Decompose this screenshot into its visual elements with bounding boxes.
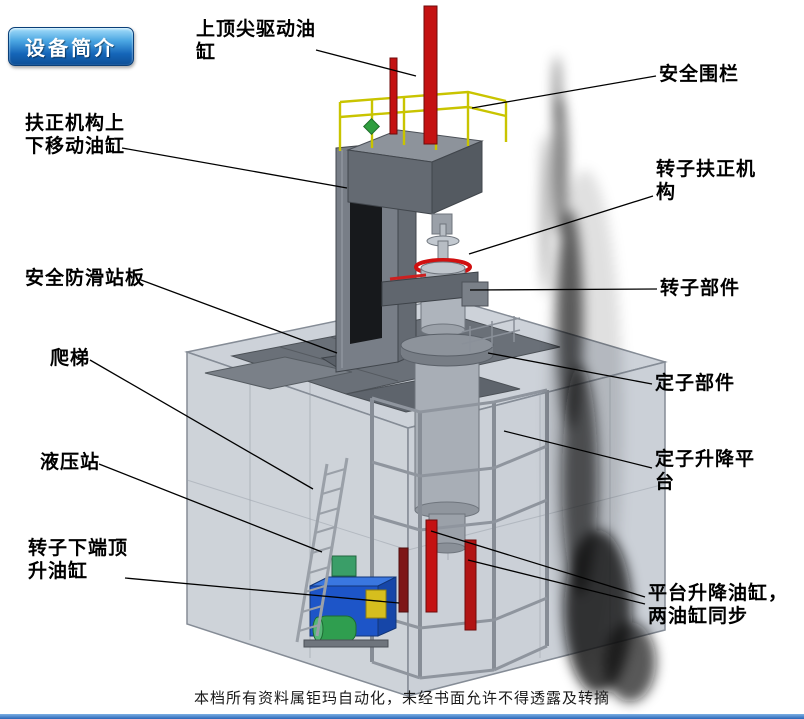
label-anti-slip-platform: 安全防滑站板 [25, 268, 146, 289]
label-centering-move-cylinder: 扶正机构上 下移动油缸 [25, 113, 126, 157]
leader-centering-move-cylinder [121, 147, 348, 189]
top-drive-cylinders-graphic [389, 5, 438, 145]
green-marker [363, 118, 380, 135]
title-badge-label: 设备简介 [25, 38, 117, 60]
hydraulic-station-unit [303, 555, 397, 648]
leader-platform-lift-1 [430, 530, 646, 598]
label-safety-fence: 安全围栏 [659, 64, 740, 85]
label-rotor-part: 转子部件 [660, 278, 741, 299]
bottom-accent-bar [0, 714, 804, 719]
label-stator-lift-platform: 定子升降平 台 [655, 449, 756, 493]
leader-lines [89, 49, 658, 605]
rotor-centering-arm [381, 271, 489, 307]
title-badge: 设备简介 [8, 27, 134, 66]
platform-lift-cylinders-graphic [398, 519, 477, 631]
leader-rotor-centering-mechanism [468, 195, 654, 255]
leader-rotor-part [469, 288, 658, 291]
leader-anti-slip-platform [140, 279, 338, 354]
label-rotor-bottom-jack-cylinder: 转子下端顶 升油缸 [28, 538, 129, 582]
shadow-smudge [541, 56, 656, 702]
leader-platform-lift-2 [467, 559, 646, 605]
label-platform-lift-cylinders: 平台升降油缸， 两油缸同步 [648, 583, 789, 627]
leader-hydraulic-station [98, 463, 323, 553]
label-ladder: 爬梯 [50, 348, 91, 369]
leader-rotor-bottom-jack [124, 577, 400, 604]
leader-top-tip-cylinder [315, 49, 417, 77]
deck-fence [461, 316, 521, 352]
leader-stator-lift-platform [503, 430, 653, 469]
leader-stator-part [487, 352, 653, 385]
label-rotor-centering-mechanism: 转子扶正机 构 [656, 159, 757, 203]
label-stator-part: 定子部件 [655, 373, 736, 394]
ladder-graphic [295, 457, 349, 643]
label-hydraulic-station: 液压站 [40, 452, 101, 473]
leader-ladder [89, 359, 314, 490]
footer-copyright: 本档所有资料属钜玛自动化，未经书面允许不得透露及转摘 [193, 690, 610, 707]
leader-safety-fence [471, 75, 657, 109]
label-top-tip-cylinder: 上顶尖驱动油 缸 [196, 19, 317, 63]
head-platform [346, 129, 484, 215]
